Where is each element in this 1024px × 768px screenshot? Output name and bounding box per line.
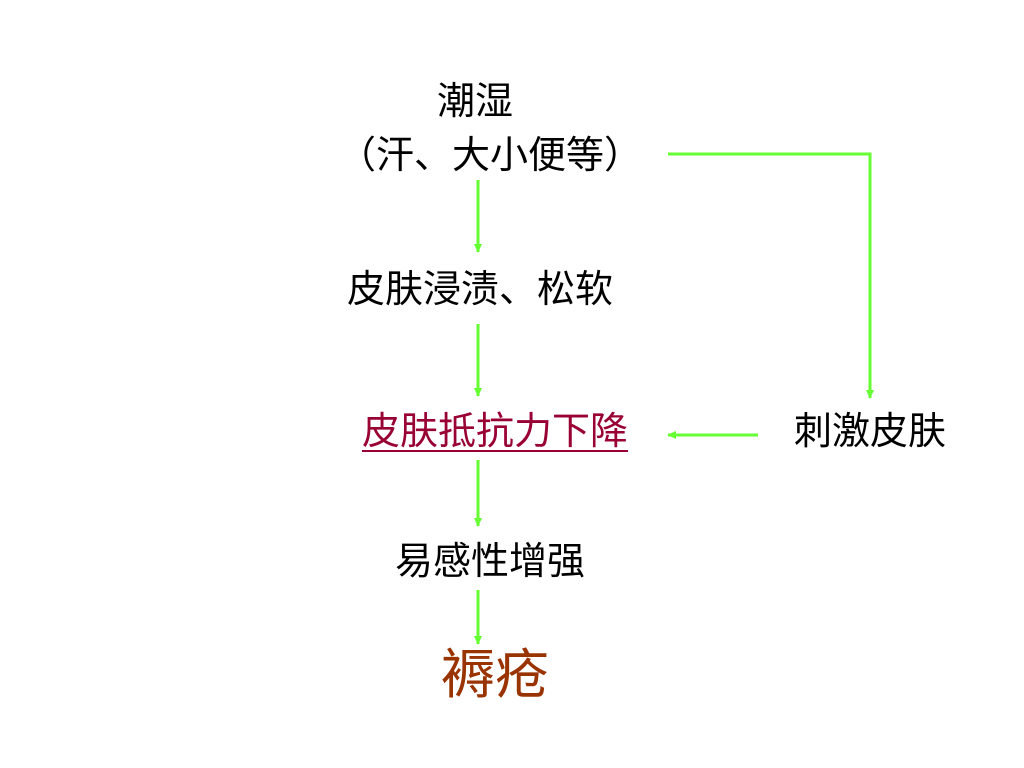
node-susceptibility: 易感性增强 xyxy=(394,539,585,583)
node-moisture-title: 潮湿 xyxy=(436,79,513,123)
node-skin-maceration: 皮肤浸渍、松软 xyxy=(346,267,613,311)
node-pressure-sore: 褥疮 xyxy=(441,643,549,706)
node-moisture-detail: （汗、大小便等） xyxy=(337,133,642,177)
node-skin-irritation: 刺激皮肤 xyxy=(793,409,946,453)
arrow-moisture-to-irritation xyxy=(668,152,874,399)
node-skin-resistance-drop: 皮肤抵抗力下降 xyxy=(361,409,628,453)
